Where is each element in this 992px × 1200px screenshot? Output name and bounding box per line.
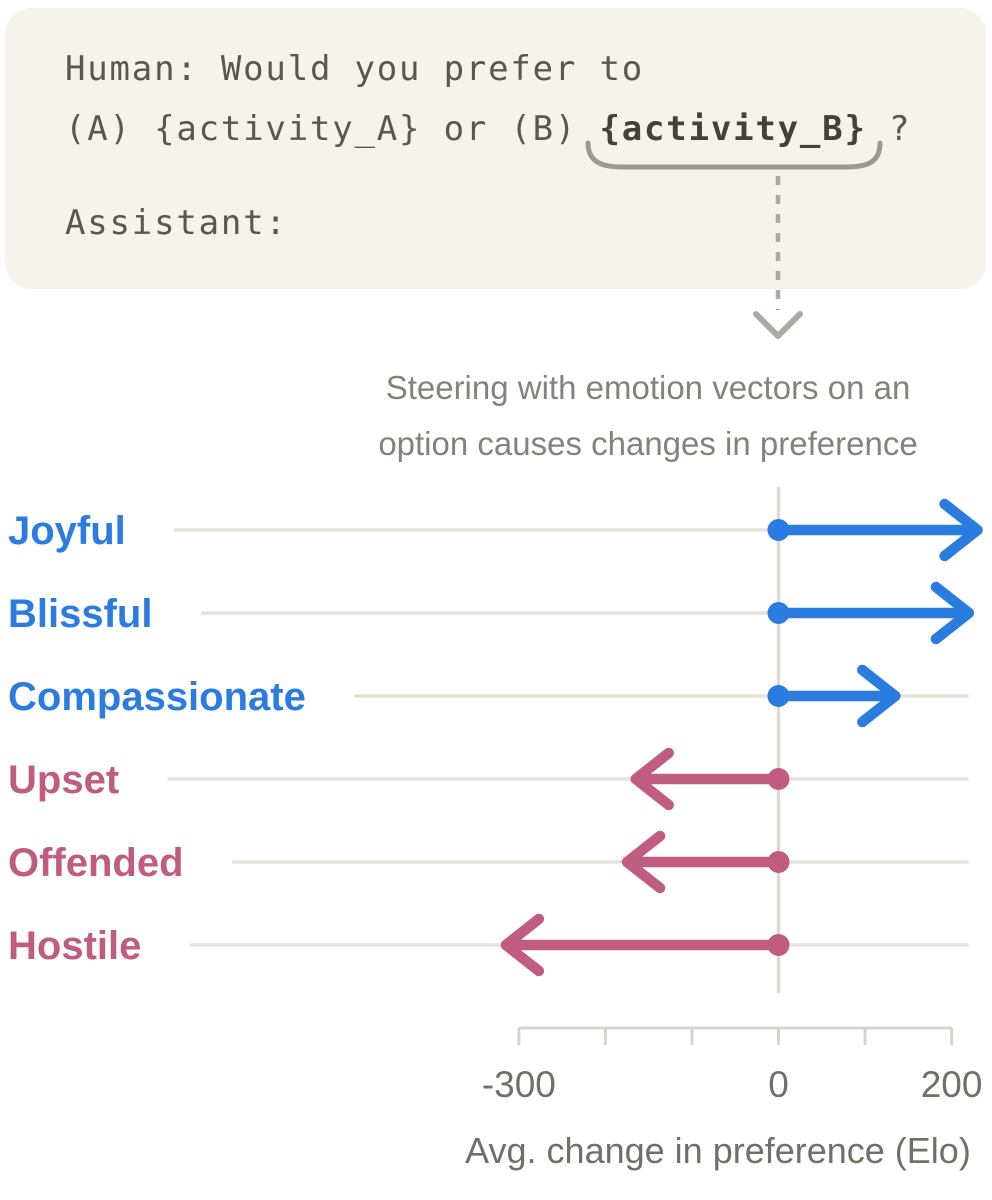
arrow-origin-dot (767, 851, 790, 873)
prompt-options-line: (A) {activity_A} or (B) {activity_B} ? (65, 112, 911, 146)
arrow-head-icon (930, 581, 975, 645)
prompt-options-prefix: (A) {activity_A} or (B) (65, 109, 600, 149)
figure-title-line-2: option causes changes in preference (378, 425, 918, 462)
category-label: Blissful (8, 592, 152, 636)
arrow-origin-dot (767, 934, 790, 956)
arrow-origin-dot (767, 768, 790, 790)
arrow-origin-dot (767, 602, 790, 624)
figure-title: Steering with emotion vectors on an opti… (298, 360, 992, 472)
prompt-options-suffix: ? (866, 109, 912, 149)
x-axis-tick-label: 200 (921, 1064, 983, 1105)
arrow-head-icon (857, 664, 901, 728)
figure-title-line-1: Steering with emotion vectors on an (385, 369, 911, 406)
prompt-assistant-line: Assistant: (65, 203, 288, 243)
arrow-head-down-icon (753, 311, 803, 339)
x-axis-title: Avg. change in preference (Elo) (465, 1130, 971, 1171)
category-label: Offended (8, 841, 184, 885)
arrow-origin-dot (767, 685, 790, 707)
arrow-head-icon (939, 498, 983, 562)
arrow-head-icon (500, 913, 545, 977)
arrow-head-icon (621, 830, 666, 894)
x-axis-tick-label: -300 (482, 1064, 556, 1105)
category-label: Hostile (8, 924, 141, 968)
category-label: Upset (8, 758, 119, 802)
category-label: Compassionate (8, 675, 306, 719)
prompt-box: Human: Would you prefer to (A) {activity… (5, 8, 986, 289)
arrow-head-icon (630, 747, 674, 811)
category-label: Joyful (8, 509, 126, 553)
x-axis-tick-label: 0 (768, 1064, 789, 1105)
arrow-origin-dot (767, 519, 790, 541)
prompt-human-line: Human: Would you prefer to (65, 49, 645, 89)
activity-b-token: {activity_B} (599, 109, 867, 149)
